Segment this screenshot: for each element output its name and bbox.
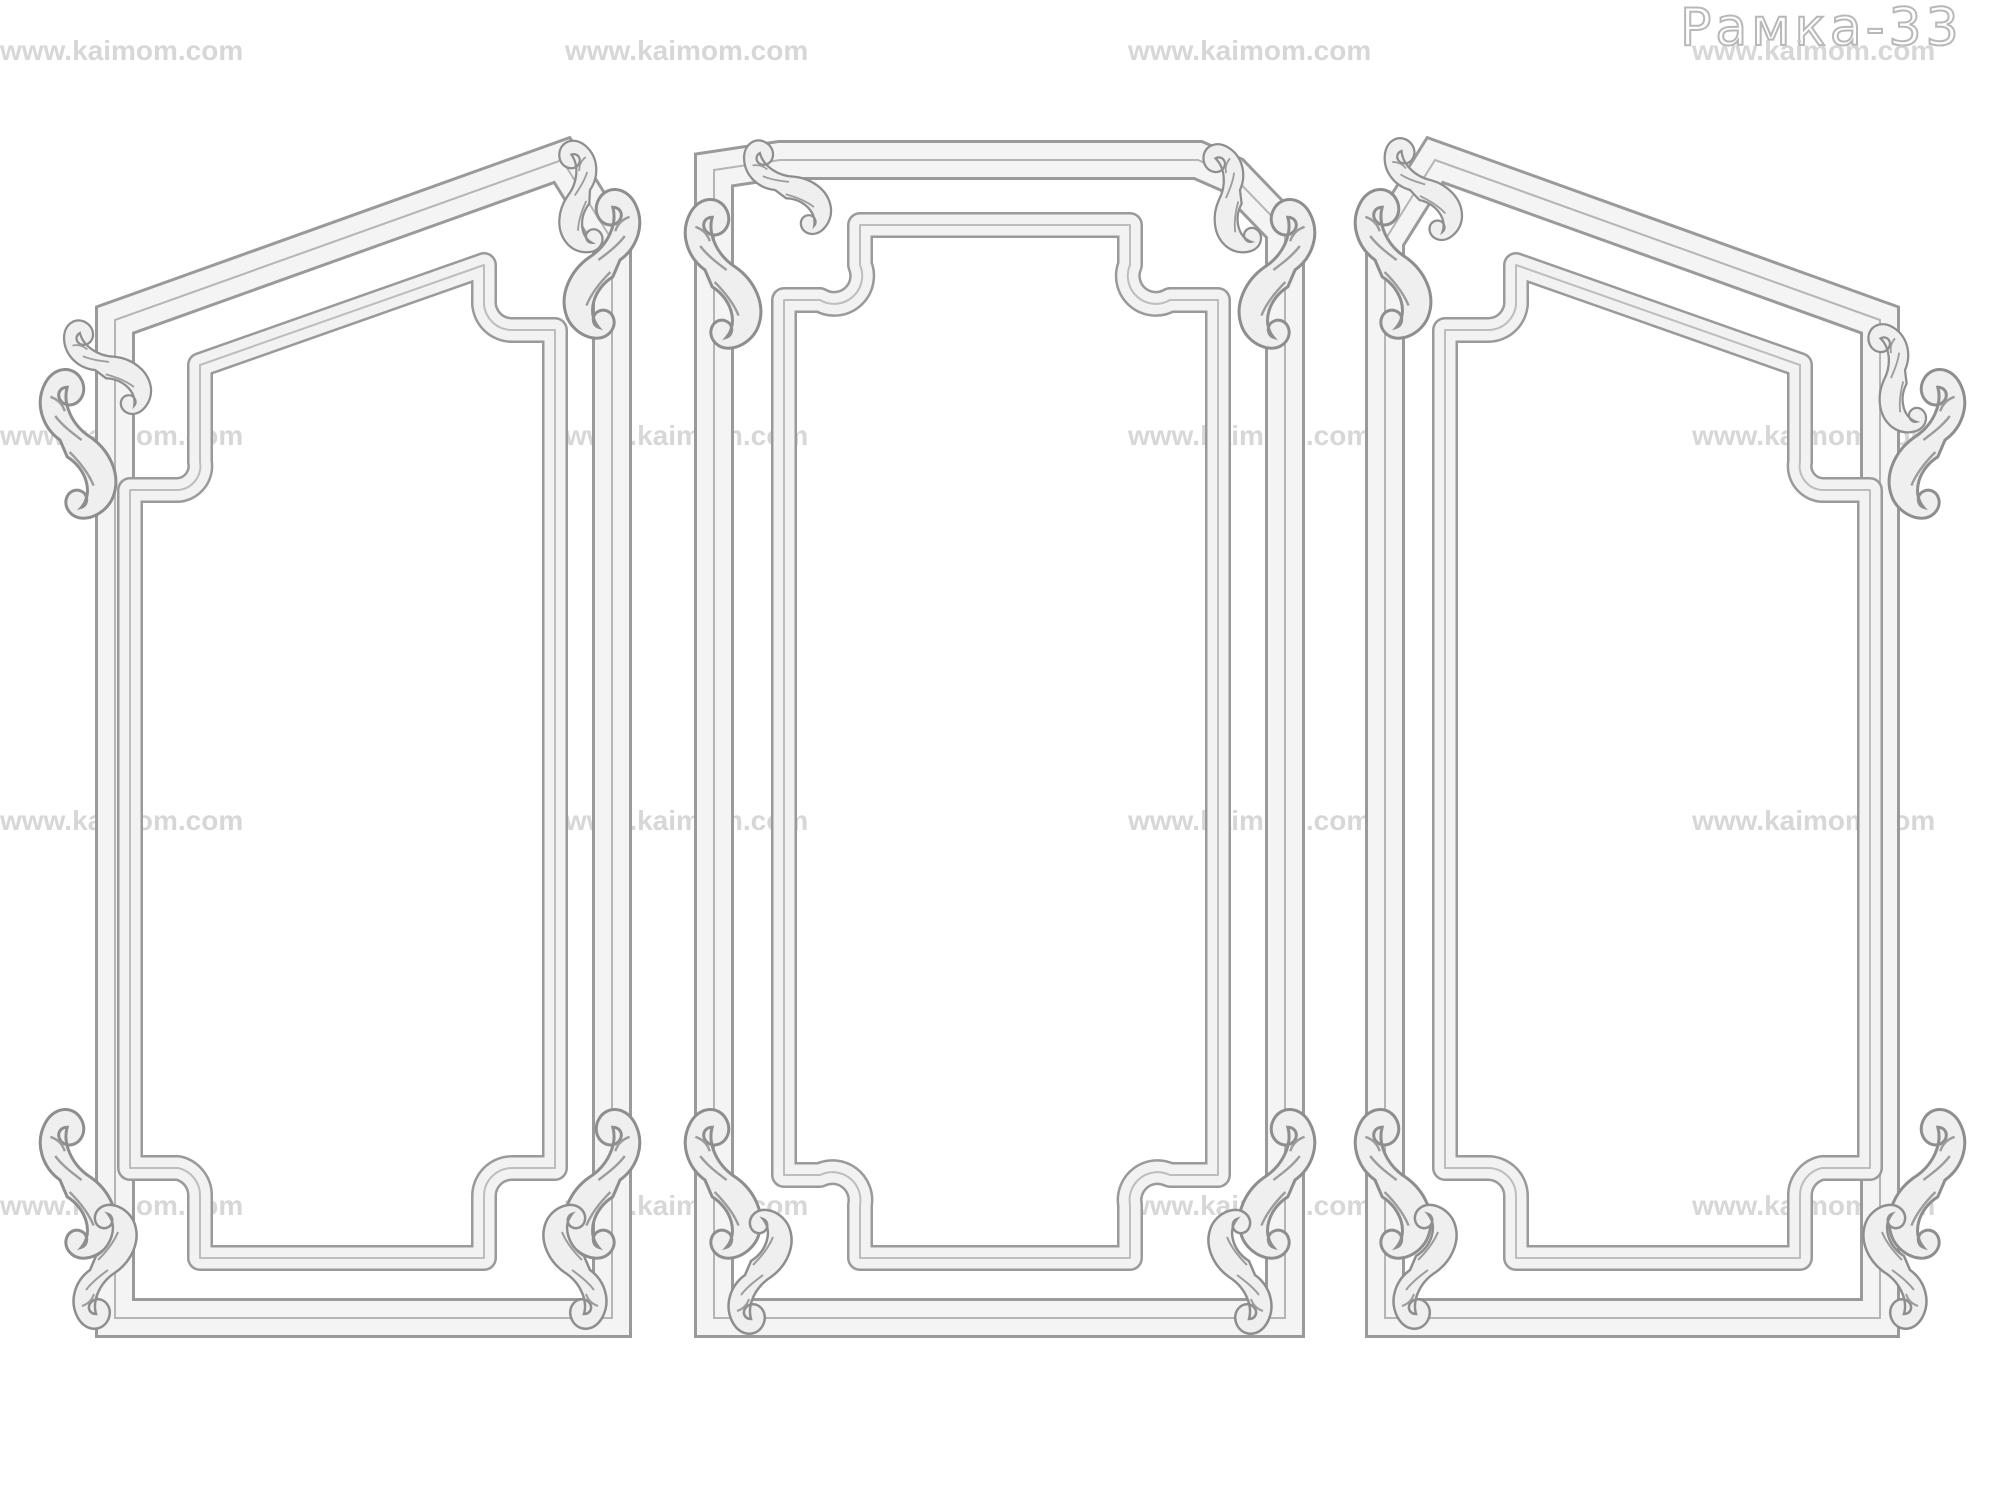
watermark: www.kaimom.com	[0, 35, 243, 66]
left-panel	[38, 134, 642, 1338]
acanthus-ornament-icon	[1887, 1107, 1967, 1260]
watermark: www.kaimom.com	[1127, 805, 1371, 836]
watermark: www.kaimom.com	[564, 35, 808, 66]
watermark: www.kaimom.com	[1691, 35, 1935, 66]
center-panel	[683, 122, 1317, 1338]
watermark: www.kaimom.com	[1127, 420, 1371, 451]
right-panel	[1353, 124, 1967, 1338]
title-text: Рамка-33	[1680, 0, 1963, 58]
watermark: www.kaimom.com	[1127, 35, 1371, 66]
